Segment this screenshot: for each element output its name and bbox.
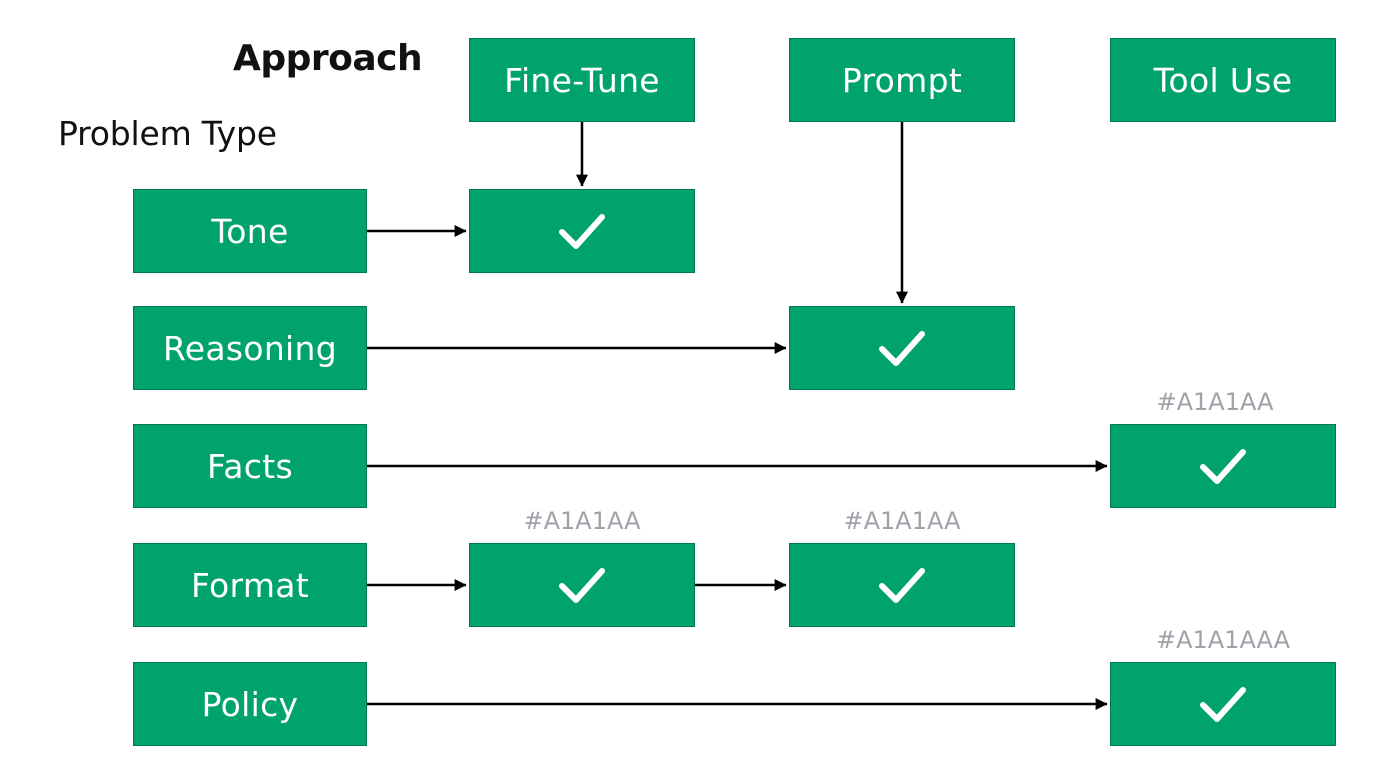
cell-note-facts-tool-use: #A1A1AA [1156,388,1274,416]
checkmark-icon [559,568,605,603]
column-header-fine-tune-label: Fine-Tune [504,60,660,100]
row-header-facts-label: Facts [207,446,293,486]
row-header-reasoning: Reasoning [133,306,367,390]
cell-facts-tool-use [1110,424,1336,508]
row-header-policy-label: Policy [201,684,299,724]
column-header-prompt: Prompt [789,38,1015,122]
cell-format-prompt [789,543,1015,627]
cell-format-fine-tune [469,543,695,627]
row-header-reasoning-label: Reasoning [162,328,337,368]
cell-policy-tool-use [1110,662,1336,746]
row-header-facts: Facts [133,424,367,508]
checkmark-icon [1200,449,1246,484]
row-header-tone-label: Tone [211,211,289,251]
column-header-prompt-label: Prompt [841,60,963,100]
checkmark-icon [879,331,925,366]
cell-tone-fine-tune [469,189,695,273]
row-header-tone: Tone [133,189,367,273]
checkmark-icon [1200,687,1246,722]
cell-note-format-prompt: #A1A1AA [843,507,961,535]
cell-note-format-fine-tune: #A1A1AA [523,507,641,535]
cell-note-policy-tool-use: #A1A1AAA [1155,626,1291,654]
column-header-tool-use-label: Tool Use [1153,60,1293,100]
checkmark-icon [559,214,605,249]
column-header-tool-use: Tool Use [1110,38,1336,122]
column-header-fine-tune: Fine-Tune [469,38,695,122]
approach-heading: Approach [233,38,423,79]
row-header-format-label: Format [190,565,310,605]
row-header-policy: Policy [133,662,367,746]
problem-type-heading: Problem Type [58,114,277,153]
checkmark-icon [879,568,925,603]
cell-reasoning-prompt [789,306,1015,390]
row-header-format: Format [133,543,367,627]
